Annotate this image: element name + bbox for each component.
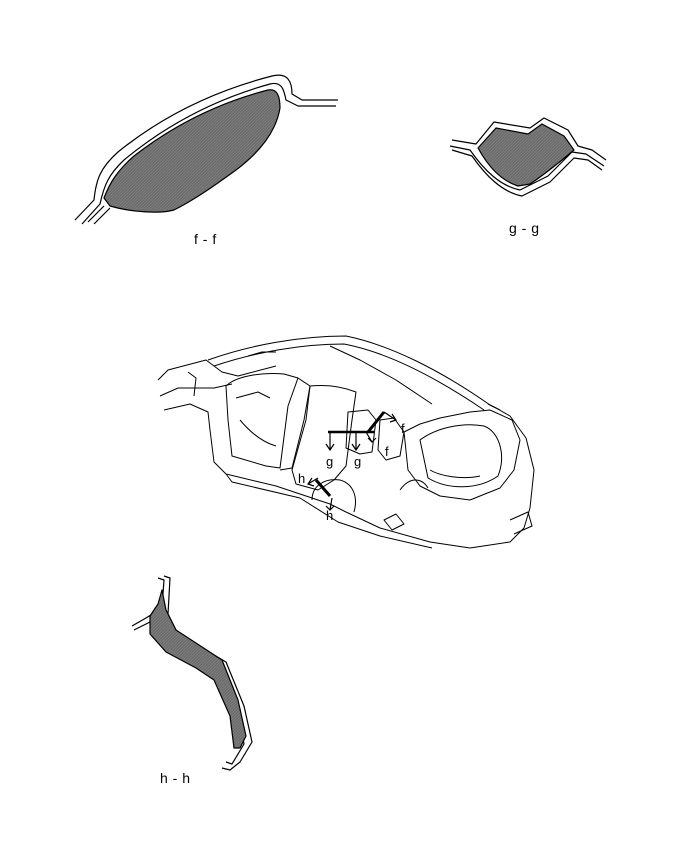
callout-g-right: g (354, 454, 361, 469)
section-h-h-drawing (131, 575, 253, 771)
callout-markers (307, 411, 397, 511)
vehicle-body-drawing (157, 335, 535, 549)
section-f-f-label: f - f (194, 231, 217, 247)
callout-h-upper: h (298, 471, 305, 486)
callout-g-left: g (326, 454, 333, 469)
section-g-g-drawing (449, 117, 607, 197)
section-h-h-label: h - h (160, 770, 191, 786)
callout-f-lower: f (385, 444, 389, 459)
callout-f-upper: f (401, 421, 405, 436)
section-f-f-drawing (74, 74, 338, 225)
section-g-g-label: g - g (509, 220, 540, 236)
callout-h-lower: h (326, 508, 333, 523)
